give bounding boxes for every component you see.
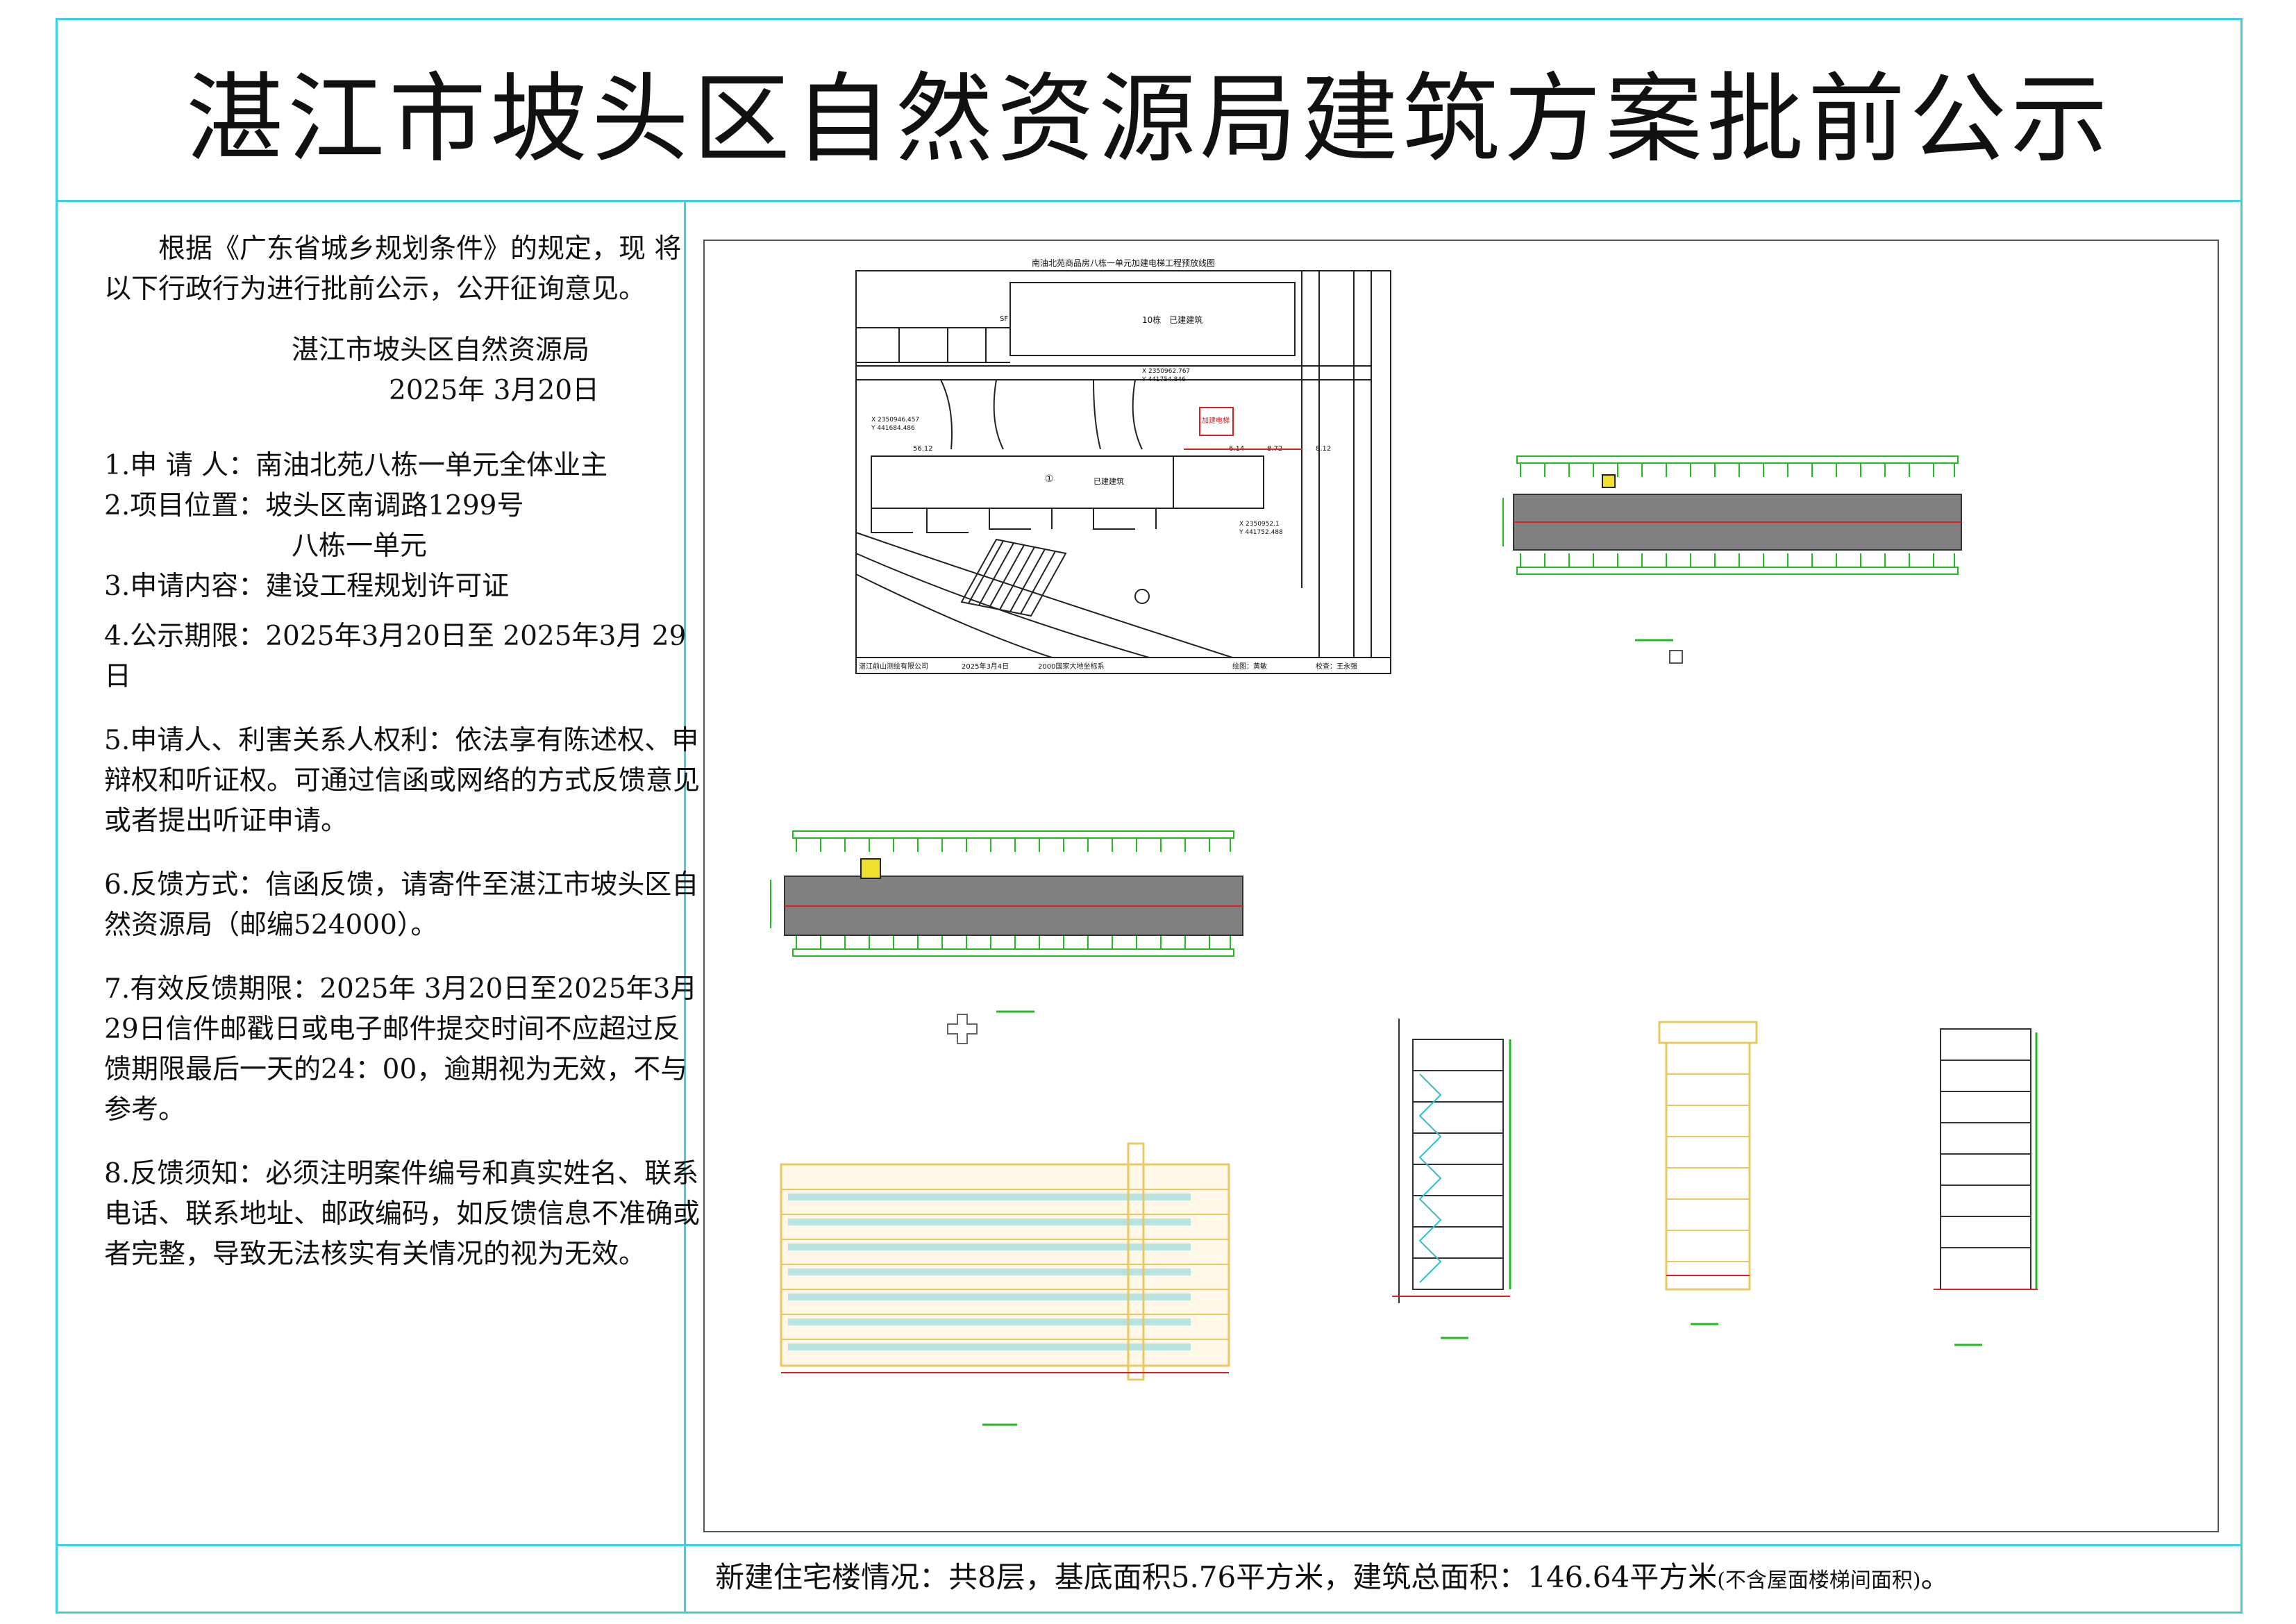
item-location-2: 八栋一单元 (292, 530, 428, 562)
item-content: 3.申请内容：建设工程规划许可证 (104, 571, 510, 602)
floor-plan-2 (770, 830, 1243, 1044)
title-divider (56, 200, 2243, 202)
item-feedback-notes: 8.反馈须知：必须注明案件编号和真实姓名、联系电话、联系地址、邮政编码，如反馈信… (104, 1158, 701, 1270)
site-plan-title: 南油北苑商品房八栋一单元加建电梯工程预放线图 (1032, 258, 1215, 268)
item-feedback-deadline: 7.有效反馈期限：2025年 3月20日至2025年3月29日信件邮戳日或电子邮… (104, 973, 698, 1125)
spacer (104, 607, 701, 617)
svg-text:X 2350952.1: X 2350952.1 (1239, 521, 1280, 528)
spacer (104, 842, 701, 865)
item-applicant: 1.申 请 人：南油北苑八栋一单元全体业主 (104, 450, 608, 481)
section-1 (1392, 1019, 1511, 1339)
spacer (104, 946, 701, 969)
notice-text: 根据《广东省城乡规划条件》的规定，现 将以下行政行为进行批前公示，公开征询意见。… (104, 229, 701, 1275)
svg-text:56.12: 56.12 (913, 445, 933, 453)
svg-text:8.12: 8.12 (1316, 445, 1331, 453)
elevator-label: 加建电梯 (1202, 416, 1230, 425)
built-label-top: 10栋 已建建筑 (1142, 315, 1203, 325)
svg-text:SF: SF (1000, 315, 1008, 323)
svg-text:Y 441754.846: Y 441754.846 (1141, 376, 1186, 383)
item-location: 2.项目位置：坡头区南调路1299号 (104, 490, 524, 521)
svg-text:①: ① (1045, 474, 1054, 485)
svg-text:校查：王永强: 校查：王永强 (1316, 662, 1357, 671)
spacer (104, 697, 701, 721)
item-feedback-method: 6.反馈方式：信函反馈，请寄件至湛江市坡头区自然资源局（邮编524000）。 (104, 869, 699, 941)
page-title: 湛江市坡头区自然资源局建筑方案批前公示 (185, 63, 2112, 176)
svg-text:湛江前山测绘有限公司: 湛江前山测绘有限公司 (859, 662, 928, 671)
section-3 (1934, 1028, 2038, 1346)
drawing-svg: 南油北苑商品房八栋一单元加建电梯工程预放线图 10栋 已建建筑 SF 56.12… (770, 258, 2038, 1426)
intro-paragraph: 根据《广东省城乡规划条件》的规定，现 将以下行政行为进行批前公示，公开征询意见。 (104, 233, 682, 305)
svg-text:X 2350946.457: X 2350946.457 (871, 417, 919, 424)
drawing-panel: 南油北苑商品房八栋一单元加建电梯工程预放线图 10栋 已建建筑 SF 56.12… (703, 240, 2219, 1532)
svg-text:绘图：黄敏: 绘图：黄敏 (1232, 662, 1267, 671)
spacer (104, 1130, 701, 1154)
svg-text:Y 441684.486: Y 441684.486 (871, 425, 915, 432)
svg-text:2000国家大地坐标系: 2000国家大地坐标系 (1038, 662, 1104, 671)
signature-date: 2025年 3月20日 (389, 375, 600, 406)
page-frame (56, 18, 2243, 1614)
building-summary: 新建住宅楼情况：共8层，基底面积5.76平方米，建筑总面积：146.64平方米(… (715, 1560, 1950, 1594)
front-elevation (780, 1142, 1230, 1426)
column-divider (684, 200, 686, 1614)
spacer (104, 411, 701, 446)
svg-text:2025年3月4日: 2025年3月4日 (962, 662, 1009, 671)
svg-text:X 2350962.767: X 2350962.767 (1142, 368, 1190, 375)
floor-plan-1 (1502, 455, 1962, 664)
site-plan: 南油北苑商品房八栋一单元加建电梯工程预放线图 10栋 已建建筑 SF 56.12… (855, 258, 1391, 674)
bottom-divider (56, 1544, 2243, 1546)
item-rights: 5.申请人、利害关系人权利：依法享有陈述权、申辩权和听证权。可通过信函或网络的方… (104, 725, 701, 837)
signature-org: 湛江市坡头区自然资源局 (292, 335, 590, 366)
item-period: 4.公示期限：2025年3月20日至 2025年3月 29日 (104, 621, 687, 692)
section-2 (1658, 1021, 1758, 1325)
built-label-main: 已建建筑 (1093, 476, 1124, 486)
svg-text:Y 441752.488: Y 441752.488 (1239, 529, 1283, 536)
